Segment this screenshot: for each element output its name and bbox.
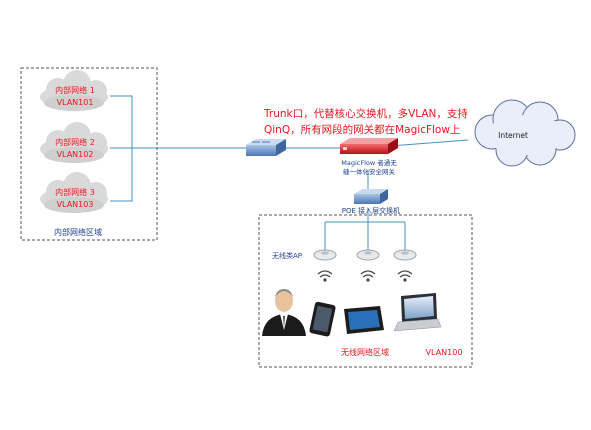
access-point-1-icon: [313, 249, 337, 261]
wireless-zone-box: [258, 214, 473, 368]
gateway-label-2: 缝一体化安全网关: [343, 167, 396, 176]
internal-zone-label: 内部网络区域: [54, 227, 102, 237]
network-3-name: 内部网络 3: [55, 187, 95, 197]
gateway-label-1: MagicFlow 者通无: [341, 158, 397, 167]
internal-zone-box: [20, 67, 158, 241]
network-3-vlan: VLAN103: [57, 200, 94, 209]
internal-cloud-2: [40, 122, 108, 163]
magicflow-gateway-icon: [340, 138, 398, 154]
access-point-2-icon: [356, 249, 380, 261]
wireless-zone-label: 无线网络区域: [341, 347, 389, 357]
internet-cloud-icon: [474, 99, 576, 167]
wifi-signal-2-icon: [360, 270, 376, 282]
network-2-vlan: VLAN102: [57, 150, 94, 159]
laptop-icon: [393, 293, 442, 332]
core-switch-icon: [246, 139, 286, 156]
smartphone-icon: [309, 301, 336, 337]
network-1-vlan: VLAN101: [57, 98, 94, 107]
poe-switch-icon: [354, 189, 388, 204]
internet-label: Internet: [498, 131, 528, 140]
poe-switch-label: POE 接入层交换机: [342, 206, 400, 215]
person-icon: [262, 289, 306, 336]
network-2-name: 内部网络 2: [55, 137, 95, 147]
access-point-3-icon: [393, 249, 417, 261]
network-1-name: 内部网络 1: [55, 85, 95, 95]
internal-cloud-1: [40, 70, 108, 111]
wireless-vlan-label: VLAN100: [426, 348, 463, 357]
tablet-icon: [344, 306, 384, 334]
ap-label: 无线类AP: [272, 251, 302, 260]
annotation-line-1: Trunk口，代替核心交换机，多VLAN，支持: [263, 107, 468, 120]
wifi-signal-3-icon: [397, 270, 413, 282]
wifi-signal-1-icon: [317, 270, 333, 282]
annotation-line-2: QinQ，所有网段的网关都在MagicFlow上: [264, 123, 460, 136]
internal-links: [110, 95, 469, 250]
internal-cloud-3: [40, 172, 108, 213]
